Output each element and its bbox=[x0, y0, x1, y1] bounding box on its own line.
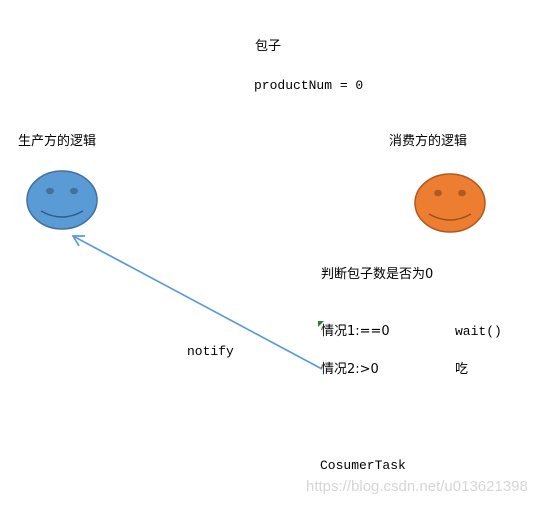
case2-action: 吃 bbox=[455, 362, 469, 377]
case1-action: wait() bbox=[455, 324, 502, 339]
case2-condition: 情况2:>0 bbox=[321, 362, 379, 377]
producer-smiley-icon bbox=[26, 170, 98, 230]
check-label: 判断包子数是否为0 bbox=[321, 267, 434, 282]
producer-label: 生产方的逻辑 bbox=[18, 134, 97, 149]
consumer-label: 消费方的逻辑 bbox=[389, 134, 468, 149]
case1-condition: 情况1:==0 bbox=[321, 324, 390, 339]
comment-marker-icon bbox=[318, 321, 324, 327]
task-name-label: CosumerTask bbox=[320, 458, 406, 473]
consumer-smiley-icon bbox=[414, 173, 486, 233]
diagram-title: 包子 bbox=[255, 39, 282, 54]
product-num-label: productNum = 0 bbox=[254, 78, 364, 93]
notify-arrow bbox=[71, 235, 323, 370]
watermark-text: https://blog.csdn.net/u013621398 bbox=[306, 478, 528, 495]
notify-label: notify bbox=[187, 344, 234, 359]
